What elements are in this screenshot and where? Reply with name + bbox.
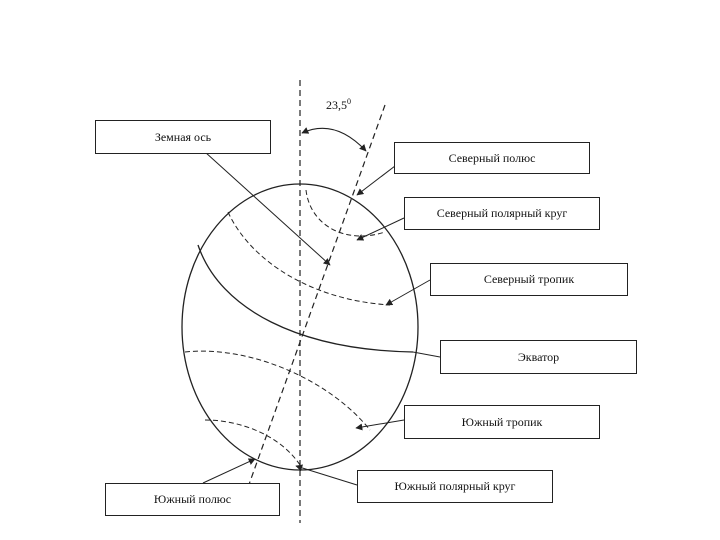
arctic-circle-label: Северный полярный круг [404, 197, 600, 230]
arctic-circle-label-text: Северный полярный круг [436, 206, 568, 220]
earth-axis-pointer [204, 151, 331, 266]
tropic-of-capricorn-label: Южный тропик [404, 405, 600, 439]
tilt-angle-arc [301, 127, 367, 152]
tilted-earth-axis [246, 104, 386, 491]
equator-pointer [412, 351, 441, 358]
south-pole-label: Южный полюс [105, 483, 280, 516]
antarctic-circle-line [204, 419, 301, 466]
equator-label-text: Экватор [517, 349, 560, 364]
antarctic-circle-label: Южный полярный круг [357, 470, 553, 503]
tropic-of-cancer-label-text: Северный тропик [483, 272, 575, 286]
antarctic-circle-label-text: Южный полярный круг [394, 479, 516, 493]
south-pole-pointer [202, 458, 256, 484]
north-pole-pointer [356, 165, 396, 196]
arctic-circle-pointer [356, 217, 405, 241]
arctic-circle-line [305, 189, 386, 237]
equator-label: Экватор [440, 340, 637, 374]
tilt-angle-value: 23,5 [326, 98, 347, 112]
north-pole-label: Северный полюс [394, 142, 590, 174]
tropic-of-capricorn-pointer [355, 419, 405, 431]
antarctic-circle-pointer [295, 464, 358, 486]
equator-line [197, 244, 414, 353]
tropic-of-capricorn-line [184, 350, 371, 431]
earth-axis-label: Земная ось [95, 120, 271, 154]
tropic-of-cancer-label: Северный тропик [430, 263, 628, 296]
tropic-of-cancer-line [227, 211, 391, 306]
globe-outline [181, 183, 419, 471]
earth-axis-label-text: Земная ось [154, 129, 212, 144]
tropic-of-capricorn-label-text: Южный тропик [461, 414, 543, 429]
south-pole-label-text: Южный полюс [153, 492, 232, 506]
tilt-angle-label: 23,50 [326, 97, 351, 113]
north-pole-label-text: Северный полюс [448, 150, 536, 165]
degree-symbol: 0 [347, 97, 351, 106]
tropic-of-cancer-pointer [385, 279, 431, 306]
